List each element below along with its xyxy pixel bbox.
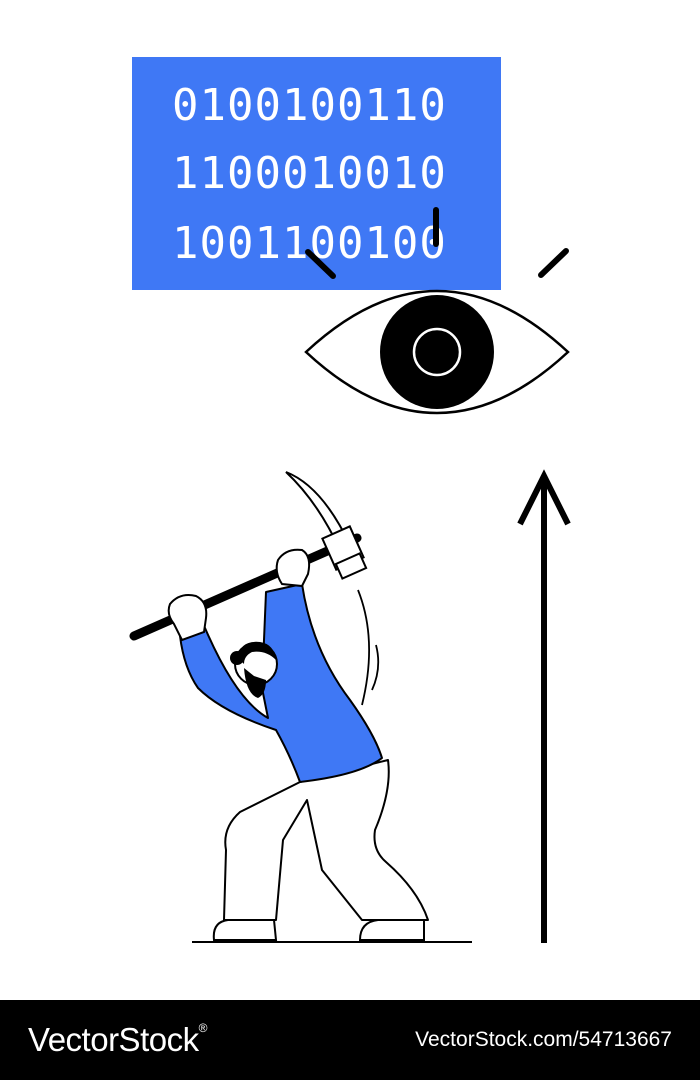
left-shoe — [212, 919, 278, 941]
beard — [244, 668, 266, 698]
eye-pupil — [412, 327, 462, 377]
brand-name: VectorStock — [28, 1021, 199, 1058]
right-shoe — [358, 919, 425, 941]
motion-line — [357, 589, 371, 706]
pickaxe-head — [321, 525, 368, 580]
person-figure — [129, 471, 429, 941]
hair — [238, 641, 276, 664]
binary-panel-background — [132, 57, 501, 290]
stock-id: VectorStock.com/54713667 — [415, 1028, 672, 1051]
trousers — [223, 759, 429, 921]
eye-icon — [304, 207, 570, 415]
head — [230, 641, 278, 698]
binary-panel: 0100100110 1100010010 1001100100 — [132, 57, 501, 290]
arrow-head — [517, 469, 571, 526]
brand-registered-mark: ® — [198, 1021, 208, 1035]
pickaxe-handle — [129, 533, 362, 641]
illustration: 0100100110 1100010010 1001100100 — [129, 57, 571, 943]
eye-ray — [538, 248, 569, 278]
hair-bun — [230, 651, 244, 665]
brand-logo[interactable]: VectorStock® — [28, 1021, 207, 1059]
left-hand — [167, 594, 208, 642]
up-arrow-icon — [517, 469, 571, 943]
footer-bar: VectorStock® VectorStock.com/54713667 — [0, 1000, 700, 1080]
motion-line — [371, 644, 380, 691]
eye-ray — [305, 249, 336, 279]
sweater — [179, 583, 383, 783]
right-hand — [275, 548, 311, 588]
binary-row: 0100100110 — [172, 80, 447, 131]
binary-row: 1100010010 — [172, 148, 447, 199]
binary-row: 1001100100 — [172, 218, 447, 269]
